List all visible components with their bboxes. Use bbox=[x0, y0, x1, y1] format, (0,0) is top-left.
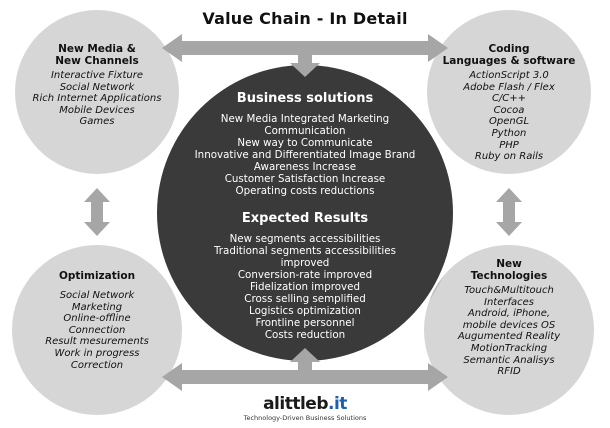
arrow-top-down bbox=[290, 55, 320, 77]
list-item: Costs reduction bbox=[264, 329, 346, 341]
list-item: Interactive Fixture bbox=[50, 70, 144, 81]
list-item: Work in progress bbox=[54, 347, 140, 359]
list-item: New Media Integrated Marketing bbox=[220, 113, 390, 125]
list-item: Connection bbox=[68, 324, 126, 336]
list-item: Python bbox=[491, 127, 527, 139]
list-item: Social Network bbox=[59, 290, 135, 301]
list-item: Traditional segments accessibilities bbox=[214, 245, 396, 257]
list-item: RFID bbox=[497, 366, 521, 378]
list-item: Result mesurements bbox=[45, 336, 149, 348]
logo-wordmark: alittleb.it bbox=[263, 394, 347, 414]
list-item: Correction bbox=[70, 359, 124, 371]
list-item: Social Network bbox=[59, 81, 135, 93]
list-item: Frontline personnel bbox=[255, 317, 355, 329]
logo-tagline: Technology-Driven Business Solutions bbox=[243, 414, 367, 422]
arrow-bottom-up bbox=[290, 348, 320, 370]
arrow-left-vertical bbox=[84, 188, 110, 236]
optimization-block: Optimization Social Network Marketing On… bbox=[17, 270, 177, 371]
new-technologies-block: New Technologies Touch&Multitouch Interf… bbox=[429, 258, 589, 378]
list-item: mobile devices OS bbox=[462, 319, 556, 331]
list-item: Rich Internet Applications bbox=[32, 93, 162, 105]
list-item: Mobile Devices bbox=[59, 104, 135, 116]
list-item: Adobe Flash / Flex bbox=[463, 81, 555, 93]
list-item: Games bbox=[79, 116, 115, 128]
list-item: Communication bbox=[264, 125, 346, 137]
list-item: improved bbox=[280, 257, 330, 269]
company-logo: alittleb.it Technology-Driven Business S… bbox=[0, 394, 610, 422]
list-item: ActionScript 3.0 bbox=[469, 70, 549, 81]
list-item: Cross selling semplified bbox=[244, 293, 366, 305]
circle-new-media bbox=[15, 10, 179, 174]
arrow-top-horizontal bbox=[162, 34, 448, 62]
expected-results-heading: Expected Results bbox=[241, 211, 369, 226]
new-media-block: New Media & New Channels Interactive Fix… bbox=[17, 43, 177, 128]
coding-heading: Coding Languages & software bbox=[442, 43, 576, 67]
list-item: Ruby on Rails bbox=[474, 151, 544, 163]
list-item: Customer Satisfaction Increase bbox=[224, 173, 386, 185]
page-title: Value Chain - In Detail bbox=[202, 9, 408, 28]
expected-results-block: Expected Results New segments accessibil… bbox=[160, 211, 450, 341]
circle-optimization bbox=[12, 245, 182, 415]
list-item: Augumented Reality bbox=[457, 331, 561, 343]
new-technologies-heading: New Technologies bbox=[470, 258, 548, 282]
list-item: Marketing bbox=[71, 301, 123, 313]
arrow-right-vertical bbox=[496, 188, 522, 236]
arrow-bottom-horizontal bbox=[162, 363, 448, 391]
list-item: PHP bbox=[499, 139, 519, 151]
business-solutions-heading: Business solutions bbox=[236, 91, 374, 106]
list-item: Touch&Multitouch bbox=[464, 285, 554, 296]
list-item: Android, iPhone, bbox=[467, 308, 551, 320]
list-item: Interfaces bbox=[484, 296, 534, 308]
coding-block: Coding Languages & software ActionScript… bbox=[429, 43, 589, 163]
optimization-heading: Optimization bbox=[58, 270, 136, 282]
list-item: Semantic Analisys bbox=[463, 354, 555, 366]
circle-new-technologies bbox=[424, 245, 594, 415]
list-item: Conversion-rate improved bbox=[237, 269, 373, 281]
list-item: Logistics optimization bbox=[249, 305, 361, 317]
new-media-heading: New Media & New Channels bbox=[55, 43, 139, 67]
circle-center bbox=[157, 65, 453, 361]
business-solutions-block: Business solutions New Media Integrated … bbox=[160, 91, 450, 197]
list-item: Awareness Increase bbox=[253, 161, 357, 173]
list-item: MotionTracking bbox=[470, 342, 548, 354]
list-item: C/C++ bbox=[491, 93, 527, 105]
list-item: Cocoa bbox=[493, 104, 525, 116]
circle-coding bbox=[427, 10, 591, 174]
list-item: Innovative and Differentiated Image Bran… bbox=[194, 149, 416, 161]
list-item: OpenGL bbox=[488, 116, 530, 128]
list-item: Fidelization improved bbox=[249, 281, 361, 293]
list-item: Operating costs reductions bbox=[235, 185, 375, 197]
list-item: Online-offline bbox=[63, 313, 131, 325]
list-item: New segments accessibilities bbox=[229, 233, 381, 245]
list-item: New way to Communicate bbox=[237, 137, 373, 149]
